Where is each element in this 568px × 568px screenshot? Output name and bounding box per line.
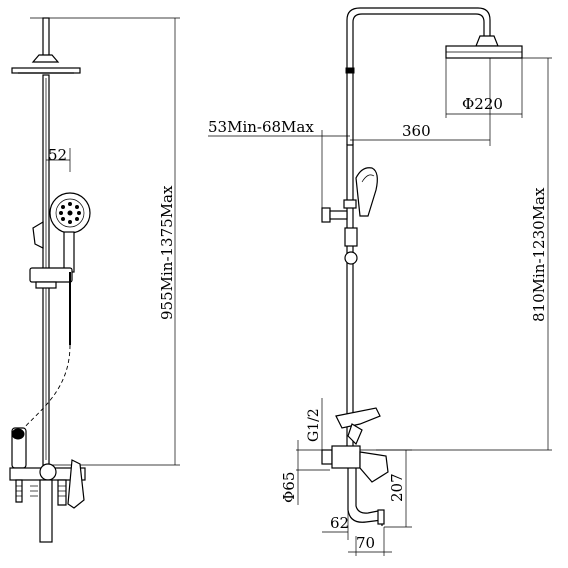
rain-head-neck [31, 54, 60, 63]
left-view: 52 955Min-1375Max [9, 17, 180, 543]
handshower-holder [32, 220, 44, 249]
handshower-face-side [361, 174, 375, 183]
inlet-threads [16, 485, 66, 497]
hose-dashed [21, 344, 71, 431]
spout-down [39, 479, 53, 543]
dim-bracket-range: 53Min-68Max [208, 118, 314, 136]
riser-top-pipe [42, 17, 50, 59]
handshower-face [55, 198, 85, 228]
mixer-body-side [331, 445, 361, 469]
spout-inner [355, 468, 379, 514]
slide-bracket [29, 267, 73, 283]
dim-spout-projection: 70 [356, 534, 375, 552]
right-rain-neck [475, 35, 499, 47]
mixer-right-inlet [57, 479, 67, 506]
mixer-center [39, 463, 57, 481]
dim-arm-length: 360 [402, 122, 431, 140]
right-handshower [355, 167, 378, 217]
wall-bracket-arm [329, 210, 348, 220]
dim-spout-offset: 62 [330, 514, 349, 532]
handset-holder-side [347, 423, 363, 446]
slide-bracket-side [344, 227, 358, 247]
dim-spout-height: 207 [388, 473, 406, 502]
dim-left-height: 955Min-1375Max [158, 185, 176, 320]
rain-head-plate [11, 67, 81, 74]
mixer-inlet-side [321, 449, 333, 465]
mixer-lever-side [359, 451, 389, 483]
mixer-lever [67, 459, 85, 509]
right-riser [346, 144, 354, 451]
handshower-nozzles [59, 202, 81, 224]
right-view: Φ220 360 53Min-68Max 810Min-1230Max G1/2 [208, 7, 552, 556]
dim-right-height: 810Min-1230Max [530, 187, 548, 322]
arm-outer [346, 7, 491, 145]
arm-joint [345, 67, 355, 74]
dim-mixer-diameter: Φ65 [280, 472, 298, 503]
handshower-handle [63, 231, 75, 273]
wall-bracket-plate [321, 207, 331, 223]
right-bath-handset [335, 407, 381, 429]
dim-head-diameter: Φ220 [462, 95, 503, 113]
bath-handset-head [11, 428, 25, 440]
handshower-cradle [343, 199, 357, 209]
dim-thread: G1/2 [306, 408, 322, 442]
dim-handshower-offset: 52 [48, 146, 67, 164]
slide-knob-side [344, 251, 358, 265]
arm-inner [352, 13, 485, 145]
slide-bracket-lower [35, 281, 57, 289]
spout-tip [377, 509, 385, 525]
